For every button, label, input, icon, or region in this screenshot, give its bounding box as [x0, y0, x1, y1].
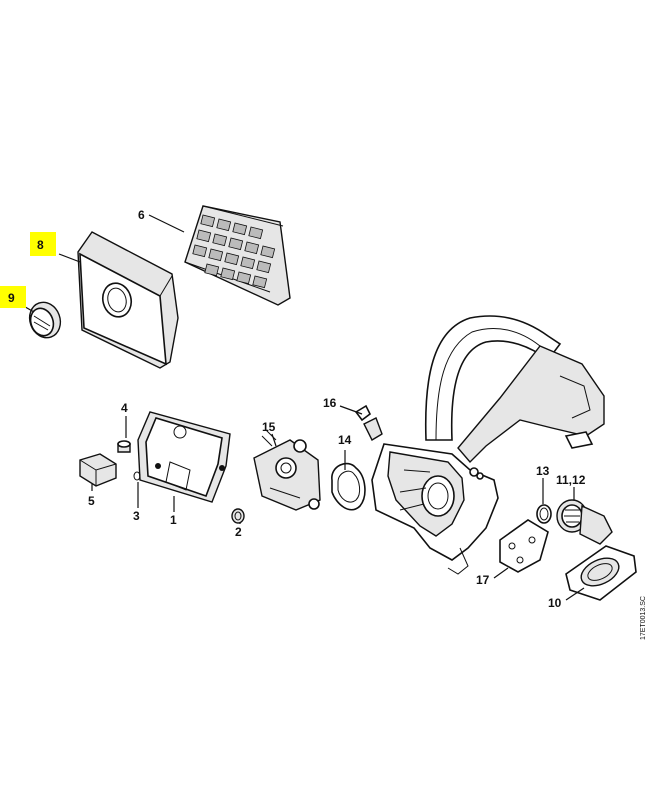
- callout-8: 8: [37, 238, 44, 252]
- flange-part: [499, 519, 549, 573]
- foam-block-part: [79, 453, 117, 487]
- plug-part: [231, 508, 245, 524]
- callout-3: 3: [133, 509, 140, 523]
- grommet-part: [117, 440, 131, 453]
- callout-17: 17: [476, 573, 490, 587]
- filter-cover-part: [77, 231, 179, 369]
- fitting-part: [354, 404, 383, 441]
- handle-housing-part: [371, 315, 605, 575]
- air-filter-part: [184, 205, 291, 306]
- callout-2: 2: [235, 525, 242, 539]
- callout-10: 10: [548, 596, 562, 610]
- callout-16: 16: [323, 396, 337, 410]
- callout-1: 1: [170, 513, 177, 527]
- callout-11-12: 11,12: [556, 473, 586, 487]
- callout-13: 13: [536, 464, 550, 478]
- ring-part: [536, 504, 552, 524]
- callout-6: 6: [138, 208, 145, 222]
- drawing-code: 17ET0013.SC: [640, 596, 647, 640]
- callout-highlight-8: [30, 232, 56, 256]
- callout-15: 15: [262, 420, 276, 434]
- manifold-plate-part: [565, 545, 637, 601]
- gasket-part: [331, 462, 366, 511]
- callout-4: 4: [121, 401, 128, 415]
- intake-manifold-part: [556, 499, 613, 545]
- twist-lock-part: [28, 301, 62, 339]
- callout-14: 14: [338, 433, 352, 447]
- o-ring-part: [133, 471, 141, 481]
- callout-highlight-9: [0, 286, 26, 308]
- callout-5: 5: [88, 494, 95, 508]
- callout-9: 9: [8, 291, 15, 305]
- carburetor-box-part: [137, 411, 231, 503]
- carburetor-part: [253, 429, 321, 511]
